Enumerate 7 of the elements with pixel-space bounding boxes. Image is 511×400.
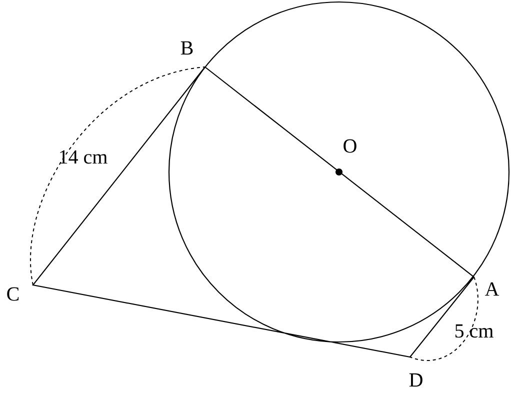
point-label: O: [344, 139, 356, 153]
point-label: 14 cm: [60, 150, 108, 164]
point-label: C: [7, 287, 19, 301]
point-label: B: [180, 41, 193, 55]
point-label: D: [409, 373, 422, 387]
point-label: A: [484, 282, 500, 296]
point-label: 5 cm: [455, 324, 494, 338]
